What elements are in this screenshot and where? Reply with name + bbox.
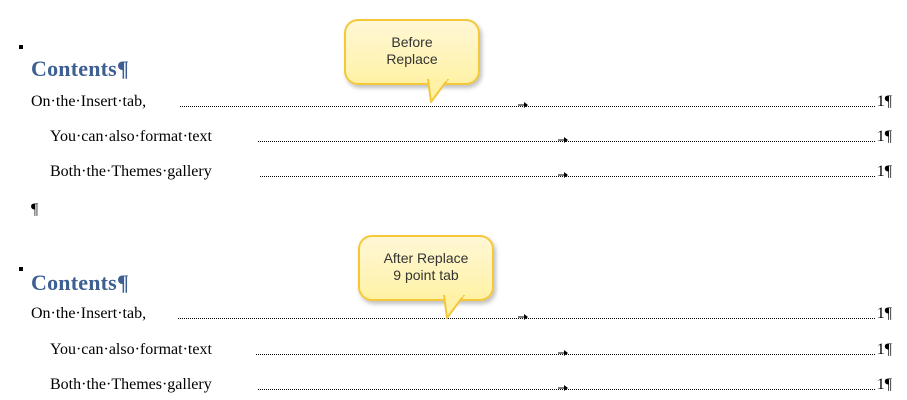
- toc-heading-text: Contents: [31, 270, 117, 295]
- pilcrow-mark: ¶: [116, 56, 130, 81]
- before-replace-section: Contents¶ On·the·Insert·tab, 1¶ You·can·…: [0, 19, 907, 218]
- tab-arrow-icon: [558, 350, 568, 356]
- dot-leader: [178, 318, 877, 319]
- toc-page-number: 1¶: [874, 92, 892, 112]
- callout-line: Before: [391, 34, 433, 50]
- toc-entry[interactable]: Both·the·Themes·gallery 1¶: [0, 162, 907, 182]
- callout-pointer: [443, 295, 465, 319]
- toc-entry[interactable]: You·can·also·format·text 1¶: [0, 127, 907, 147]
- toc-entry-text: You·can·also·format·text: [50, 340, 214, 360]
- toc-page-number: 1¶: [874, 127, 892, 147]
- toc-entry[interactable]: On·the·Insert·tab, 1¶: [0, 92, 907, 112]
- dot-leader: [256, 354, 877, 355]
- after-replace-section: Contents¶ On·the·Insert·tab, 1¶ You·can·…: [0, 210, 907, 400]
- callout-line: Replace: [386, 51, 438, 67]
- tab-arrow-icon: [558, 137, 568, 143]
- tab-arrow-icon: [518, 102, 528, 108]
- callout-line: After Replace: [383, 250, 469, 266]
- tab-arrow-icon: [518, 314, 528, 320]
- callout-line: 9 point tab: [393, 267, 459, 283]
- toc-page-number: 1¶: [874, 162, 892, 182]
- toc-page-number: 1¶: [874, 340, 892, 360]
- toc-entry-text: Both·the·Themes·gallery: [50, 375, 214, 395]
- toc-heading: Contents¶: [31, 270, 129, 296]
- before-replace-callout: Before Replace: [344, 19, 480, 85]
- dot-leader: [258, 141, 877, 142]
- toc-entry-text: Both·the·Themes·gallery: [50, 162, 214, 182]
- toc-page-number: 1¶: [874, 375, 892, 395]
- tab-arrow-icon: [558, 385, 568, 391]
- callout-pointer: [427, 79, 449, 103]
- toc-entry-text: You·can·also·format·text: [50, 127, 214, 147]
- dot-leader: [180, 106, 877, 107]
- empty-paragraph-mark: ¶: [31, 201, 39, 218]
- toc-heading: Contents¶: [31, 56, 129, 82]
- toc-entry-text: On·the·Insert·tab,: [31, 92, 149, 112]
- paragraph-marker: [19, 45, 23, 49]
- toc-page-number: 1¶: [874, 304, 892, 324]
- toc-heading-text: Contents: [31, 56, 117, 81]
- toc-entry[interactable]: You·can·also·format·text 1¶: [0, 340, 907, 360]
- toc-entry-text: On·the·Insert·tab,: [31, 304, 149, 324]
- paragraph-marker: [19, 267, 23, 271]
- pilcrow-mark: ¶: [116, 270, 130, 295]
- after-replace-callout: After Replace 9 point tab: [358, 235, 494, 301]
- toc-entry[interactable]: Both·the·Themes·gallery 1¶: [0, 375, 907, 395]
- toc-entry[interactable]: On·the·Insert·tab, 1¶: [0, 304, 907, 324]
- dot-leader: [258, 389, 877, 390]
- dot-leader: [260, 176, 877, 177]
- tab-arrow-icon: [558, 172, 568, 178]
